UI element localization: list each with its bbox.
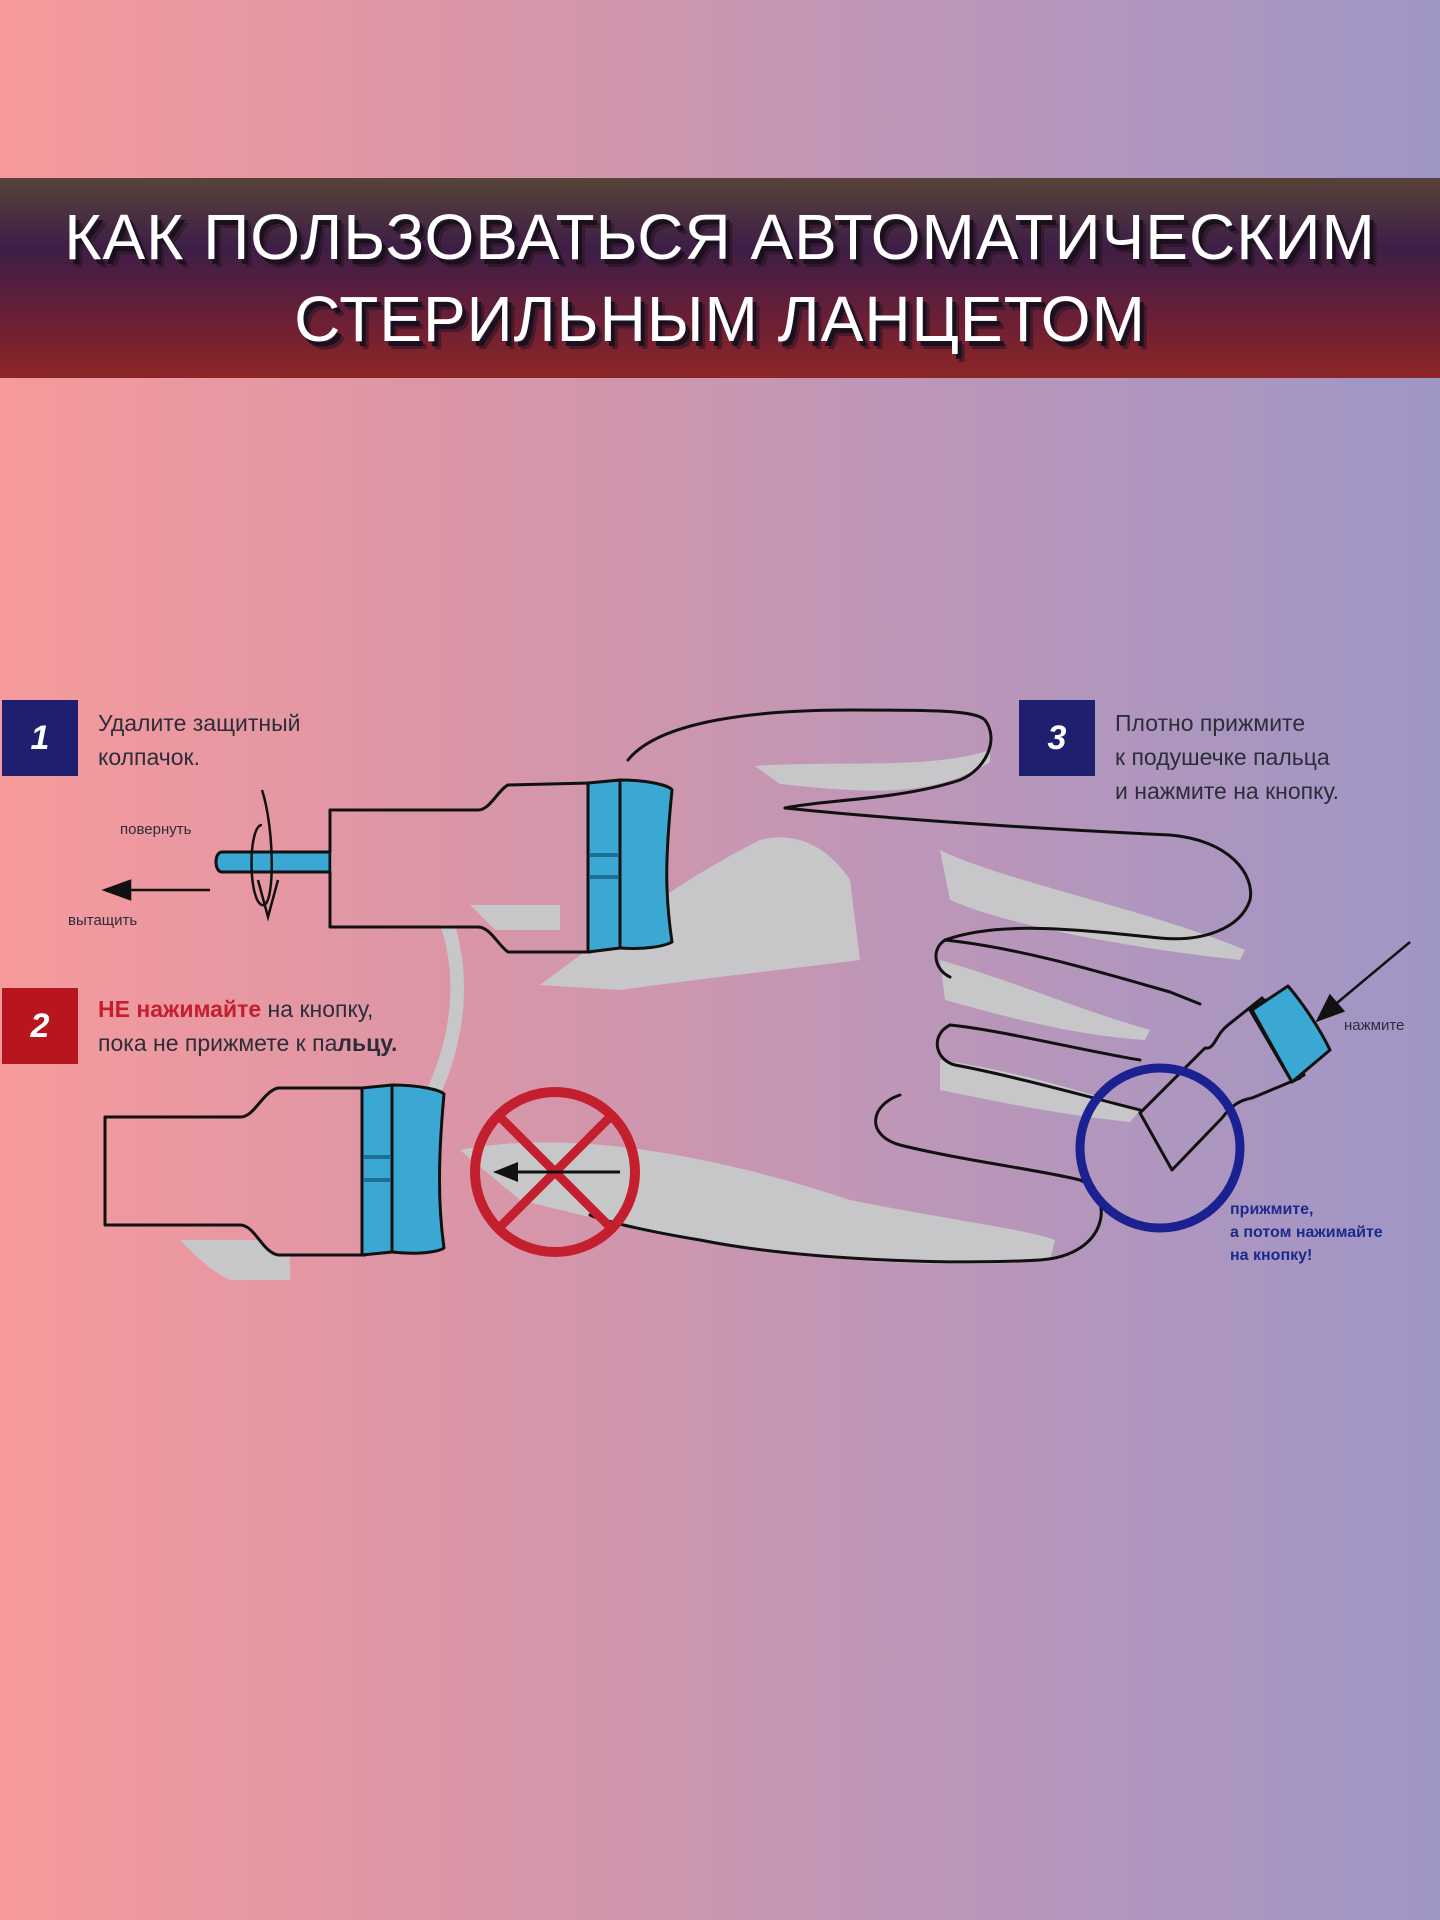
- step3-line3: и нажмите на кнопку.: [1115, 778, 1340, 804]
- step2-line2: пока не прижмете к пальцу.: [98, 1026, 397, 1060]
- label-press: нажмите: [1344, 1017, 1405, 1034]
- lancet1-button: [618, 778, 674, 950]
- step2-warning: НЕ нажимайте: [98, 996, 262, 1022]
- label-twist: повернуть: [120, 821, 192, 838]
- prohibited-arrow-head: [493, 1162, 518, 1182]
- title-line-2: СТЕРИЛЬНЫМ ЛАНЦЕТОМ: [294, 283, 1146, 355]
- label-pull: вытащить: [68, 912, 138, 929]
- twist-arrow-ellipse: [250, 789, 273, 907]
- press-arrow-icon: [1315, 941, 1411, 1023]
- twist-arrow-head: [256, 879, 280, 922]
- hand-contour-ring: [948, 1023, 1142, 1062]
- lancet-step3: [1138, 984, 1332, 1172]
- press-warning: прижмите, а потом нажимайте на кнопку!: [1230, 1198, 1383, 1267]
- step1-badge: 1: [2, 700, 78, 776]
- title-line-1: КАК ПОЛЬЗОВАТЬСЯ АВТОМАТИЧЕСКИМ: [64, 201, 1376, 273]
- prohibited-circle: [470, 1087, 640, 1257]
- lancet2-body: [103, 1086, 367, 1257]
- hand-shadow-palm: [540, 837, 860, 990]
- pull-arrow-head: [101, 879, 132, 901]
- step3-line2: к подушечке пальца: [1115, 744, 1330, 770]
- hand-contour-middle-bottom: [934, 938, 952, 979]
- step2-text: НЕ нажимайте на кнопку, пока не прижмете…: [98, 992, 397, 1060]
- step3-text: Плотно прижмите к подушечке пальца и наж…: [1115, 706, 1339, 808]
- lancet1-head: [586, 778, 622, 954]
- step1-text: Удалите защитный колпачок.: [98, 706, 300, 774]
- lancet1-cap: [214, 850, 332, 874]
- lancet-step1: [214, 778, 674, 954]
- lancet2-button: [390, 1083, 446, 1255]
- twist-arrow-icon: [250, 789, 280, 922]
- step2-line2-a: пока не прижмете к па: [98, 1030, 338, 1056]
- hand-contour-middle: [943, 938, 1202, 1006]
- hand-contour-ring-lower: [935, 1023, 1142, 1112]
- prohibited-icon: [470, 1087, 640, 1257]
- pull-arrow-icon: [101, 879, 210, 901]
- step2-line1-rest: на кнопку,: [261, 996, 374, 1022]
- lancet1-shadow: [470, 905, 560, 930]
- hand-outline: [588, 708, 1253, 1264]
- press-arrow-shaft: [1324, 941, 1411, 1014]
- lancet-diagram: 1 Удалите защитный колпачок. повернуть в…: [0, 680, 1440, 1330]
- lancet-step2: [103, 1083, 446, 1257]
- diagram-illustration: [101, 708, 1411, 1280]
- step2-number: 2: [30, 1006, 50, 1045]
- hand-shadow-thumb: [755, 750, 990, 791]
- step1-line1: Удалите защитный: [98, 710, 301, 736]
- hand-shadow-index: [940, 850, 1245, 960]
- step3-number: 3: [1047, 718, 1067, 757]
- press-warning-line3: на кнопку!: [1230, 1247, 1313, 1264]
- step3-badge: 3: [1019, 700, 1095, 776]
- lancet2-head: [360, 1083, 394, 1257]
- step3-line1: Плотно прижмите: [1115, 710, 1306, 736]
- hand-contour-pinky: [588, 1093, 1103, 1264]
- lancet2-shadow: [180, 1240, 290, 1280]
- step2-line2-b: льцу.: [337, 1030, 398, 1056]
- hand-shadow-middle: [940, 960, 1150, 1040]
- step1-line2: колпачок.: [98, 744, 200, 770]
- press-arrow-head: [1315, 993, 1346, 1023]
- hand-contour-index: [783, 806, 1253, 942]
- press-circle: [1075, 1063, 1245, 1233]
- title-banner: КАК ПОЛЬЗОВАТЬСЯ АВТОМАТИЧЕСКИМ СТЕРИЛЬН…: [0, 178, 1440, 378]
- press-warning-line1: прижмите,: [1230, 1201, 1314, 1218]
- step2-badge: 2: [2, 988, 78, 1064]
- step2-line1: НЕ нажимайте на кнопку,: [98, 992, 397, 1026]
- lancet3-button: [1250, 984, 1332, 1084]
- step1-number: 1: [30, 718, 50, 757]
- press-warning-line2: а потом нажимайте: [1230, 1224, 1383, 1241]
- hand-contour-thumb: [626, 708, 993, 810]
